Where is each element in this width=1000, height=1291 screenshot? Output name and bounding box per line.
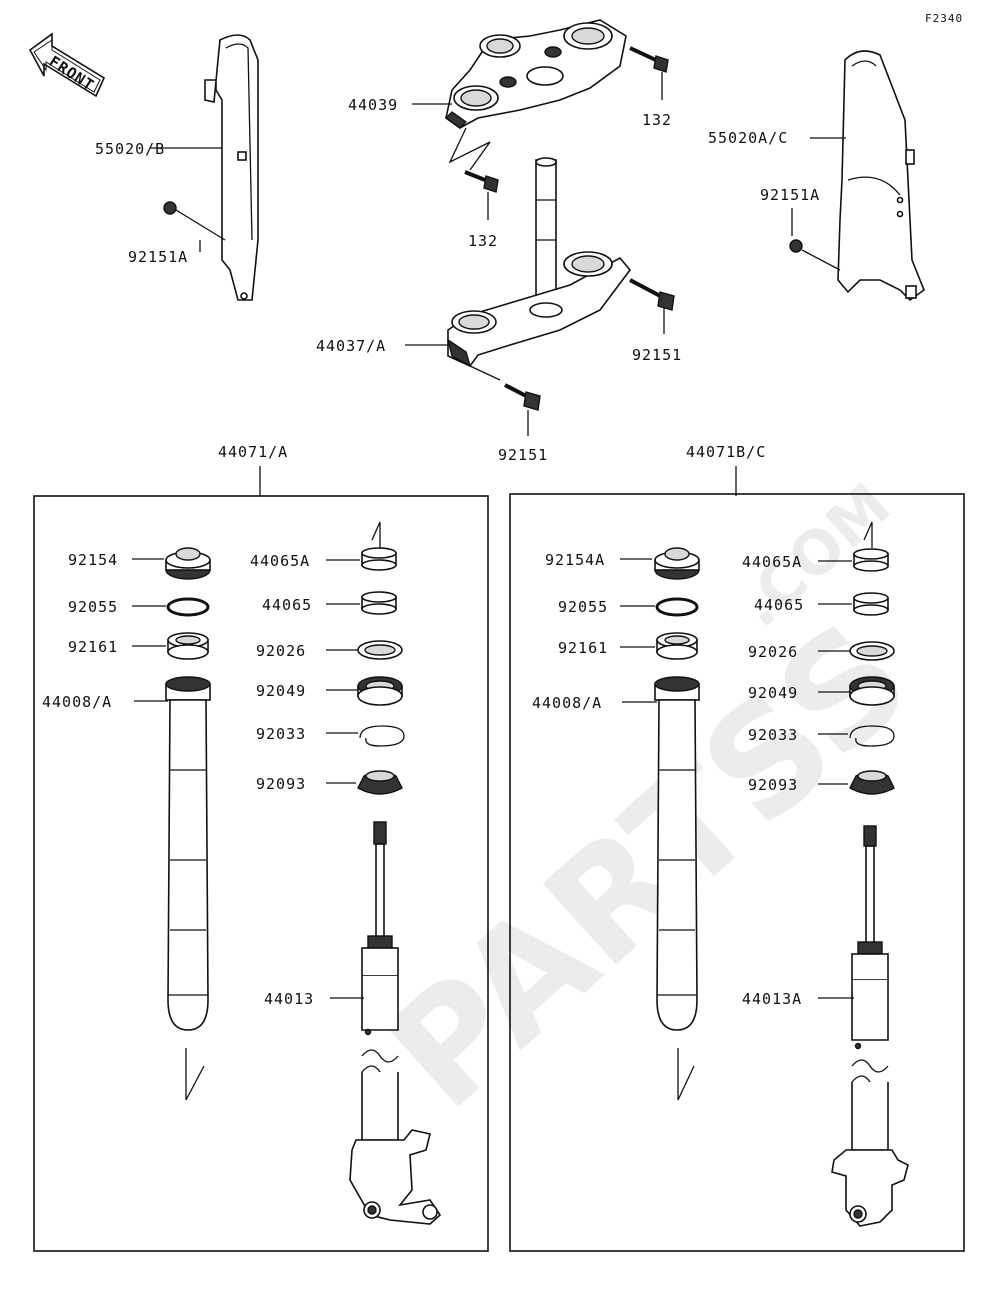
watermark-text: PARTSS	[356, 590, 943, 1143]
label-right-dust-seal: 92093	[748, 776, 798, 794]
right-oil-seal-icon	[849, 676, 895, 706]
label-bolt-upper-right: 132	[642, 111, 672, 129]
lower-bolt-bottom-icon	[504, 383, 541, 411]
label-left-washer: 92161	[68, 638, 118, 656]
upper-bolt-left-icon	[464, 170, 499, 193]
label-bolt-guard-right: 92151A	[760, 186, 820, 204]
label-lower-clamp: 44037/A	[316, 337, 386, 355]
label-right-cap: 92154A	[545, 551, 605, 569]
left-dust-seal-icon	[357, 770, 403, 795]
left-bushing-a-icon	[361, 547, 397, 571]
label-left-bushing: 44065	[262, 596, 312, 614]
left-washer-icon	[167, 632, 209, 660]
left-oil-seal-icon	[357, 676, 403, 706]
left-inner-tube	[349, 821, 442, 1225]
label-left-oil-seal: 92049	[256, 682, 306, 700]
right-fork-guard	[837, 50, 925, 302]
label-right-seat: 92026	[748, 643, 798, 661]
label-left-seat: 92026	[256, 642, 306, 660]
lower-triple-clamp	[446, 157, 632, 368]
upper-triple-clamp	[444, 19, 627, 129]
leader-bolt-lower-connector	[469, 365, 501, 381]
upper-bolt-right-icon	[629, 46, 669, 73]
label-left-oring: 92055	[68, 598, 118, 616]
right-outer-tube	[654, 676, 700, 1031]
group-label-right: 44071B/C	[686, 443, 766, 461]
right-dust-seal-icon	[849, 770, 895, 795]
label-bolt-upper-left: 132	[468, 232, 498, 250]
guard-bolt-right-icon	[789, 239, 841, 271]
left-assembly-box	[33, 495, 489, 1252]
right-continuation-mark	[677, 1048, 695, 1101]
label-right-inner-tube: 44013A	[742, 990, 802, 1008]
left-bushing-icon	[361, 591, 397, 615]
label-bolt-lower-bottom: 92151	[498, 446, 548, 464]
leader-bolt-upper-connector	[448, 127, 491, 171]
label-left-bushing-a: 44065A	[250, 552, 310, 570]
label-right-outer-tube: 44008/A	[532, 694, 602, 712]
left-fork-guard	[204, 34, 259, 301]
label-left-outer-tube: 44008/A	[42, 693, 112, 711]
front-arrow-icon: FRONT	[28, 32, 106, 98]
label-right-washer: 92161	[558, 639, 608, 657]
group-label-left: 44071/A	[218, 443, 288, 461]
watermark: PARTSS .COM	[356, 470, 943, 1142]
left-top-continuation-mark	[371, 521, 381, 548]
left-clip-icon	[359, 725, 405, 747]
right-clip-icon	[849, 725, 895, 747]
right-inner-tube	[831, 825, 909, 1227]
left-continuation-mark	[185, 1048, 205, 1101]
label-right-bushing-a: 44065A	[742, 553, 802, 571]
right-seat-washer-icon	[849, 641, 895, 661]
label-guard-right: 55020A/C	[708, 129, 788, 147]
label-left-cap: 92154	[68, 551, 118, 569]
left-seat-washer-icon	[357, 640, 403, 660]
right-bushing-icon	[853, 592, 889, 616]
left-outer-tube	[165, 676, 211, 1031]
right-top-continuation-mark	[863, 521, 873, 548]
right-assembly-box	[509, 493, 965, 1252]
label-upper-clamp: 44039	[348, 96, 398, 114]
right-fork-cap-icon	[654, 547, 700, 580]
right-bushing-a-icon	[853, 548, 889, 572]
label-left-clip: 92033	[256, 725, 306, 743]
label-right-oring: 92055	[558, 598, 608, 616]
guard-bolt-left-icon	[163, 201, 226, 241]
left-fork-cap-icon	[165, 547, 211, 580]
label-right-bushing: 44065	[754, 596, 804, 614]
label-right-clip: 92033	[748, 726, 798, 744]
label-right-oil-seal: 92049	[748, 684, 798, 702]
right-oring-icon	[655, 597, 699, 617]
left-oring-icon	[166, 597, 210, 617]
label-bolt-guard-left: 92151A	[128, 248, 188, 266]
label-bolt-lower-right: 92151	[632, 346, 682, 364]
figure-code: F2340	[925, 12, 963, 25]
right-washer-icon	[656, 632, 698, 660]
label-guard-left: 55020/B	[95, 140, 165, 158]
lower-bolt-right-icon	[629, 278, 675, 311]
label-left-dust-seal: 92093	[256, 775, 306, 793]
label-left-inner-tube: 44013	[264, 990, 314, 1008]
